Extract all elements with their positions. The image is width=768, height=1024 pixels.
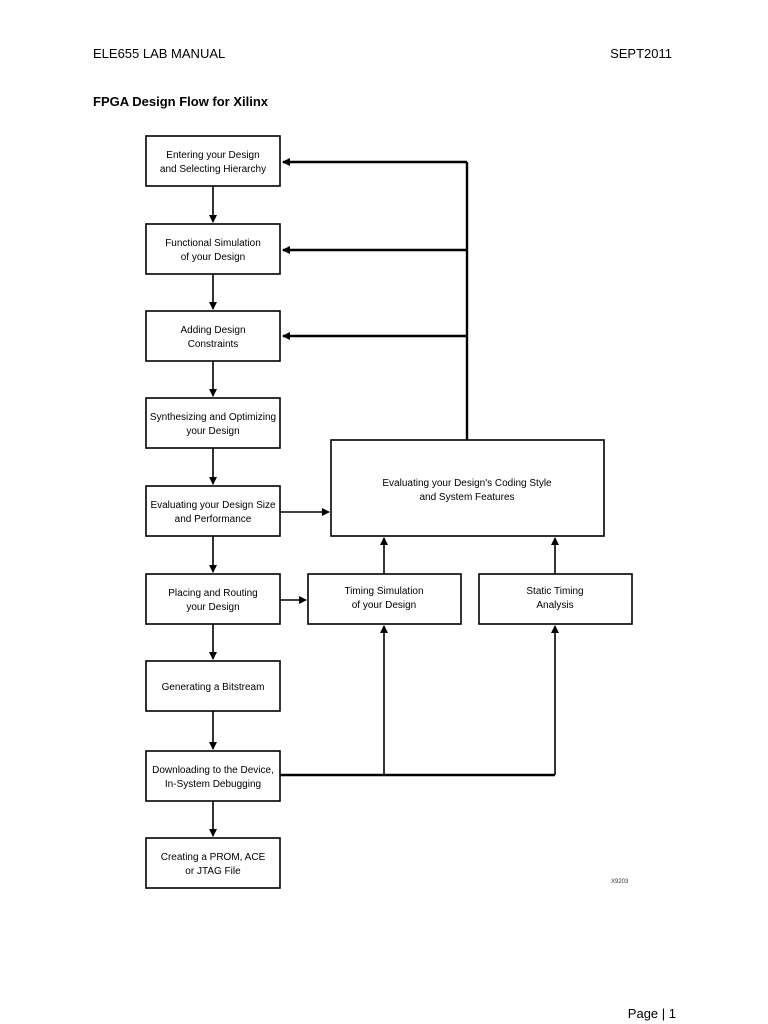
step-label: or JTAG File: [185, 866, 241, 877]
header-right: SEPT2011: [610, 46, 672, 61]
static-timing-label: Analysis: [536, 600, 573, 611]
step-box-place-and-route: [145, 573, 281, 625]
step-label: Creating a PROM, ACE: [161, 852, 266, 863]
timing-sim-label: of your Design: [352, 600, 416, 611]
step-label: Synthesizing and Optimizing: [150, 412, 276, 423]
step-box-design-constraints: [145, 310, 281, 362]
timing-simulation-box: [307, 573, 462, 625]
step-label: Downloading to the Device,: [152, 765, 274, 776]
static-timing-label: Static Timing: [526, 586, 583, 597]
step-box-prom-ace-jtag: [145, 837, 281, 889]
step-label: your Design: [186, 426, 239, 437]
page-number: Page | 1: [627, 1006, 676, 1021]
step-box-download-debug: [145, 750, 281, 802]
step-label: Constraints: [188, 339, 239, 350]
step-label: and Selecting Hierarchy: [160, 164, 266, 175]
step-label: Placing and Routing: [168, 588, 258, 599]
step-box-evaluate-size: [145, 485, 281, 537]
step-box-bitstream: [145, 660, 281, 712]
step-label: Generating a Bitstream: [162, 682, 265, 693]
header-left: ELE655 LAB MANUAL: [93, 46, 226, 61]
document-title: FPGA Design Flow for Xilinx: [93, 94, 269, 109]
timing-sim-label: Timing Simulation: [344, 586, 423, 597]
step-label: and Performance: [175, 514, 252, 525]
figure-code: X9203: [611, 879, 629, 885]
static-timing-box: [478, 573, 633, 625]
step-label: Functional Simulation: [165, 238, 261, 249]
step-box-enter-design: [145, 135, 281, 187]
evaluate-label: Evaluating your Design's Coding Style: [382, 478, 552, 489]
evaluate-coding-style-box: [330, 439, 605, 537]
step-box-functional-simulation: [145, 223, 281, 275]
step-label: your Design: [186, 602, 239, 613]
step-label: In-System Debugging: [165, 779, 261, 790]
step-label: of your Design: [181, 252, 245, 263]
evaluate-label: and System Features: [419, 492, 514, 503]
step-label: Entering your Design: [166, 150, 259, 161]
step-box-synthesize: [145, 397, 281, 449]
step-label: Adding Design: [180, 325, 245, 336]
step-label: Evaluating your Design Size: [150, 500, 276, 511]
